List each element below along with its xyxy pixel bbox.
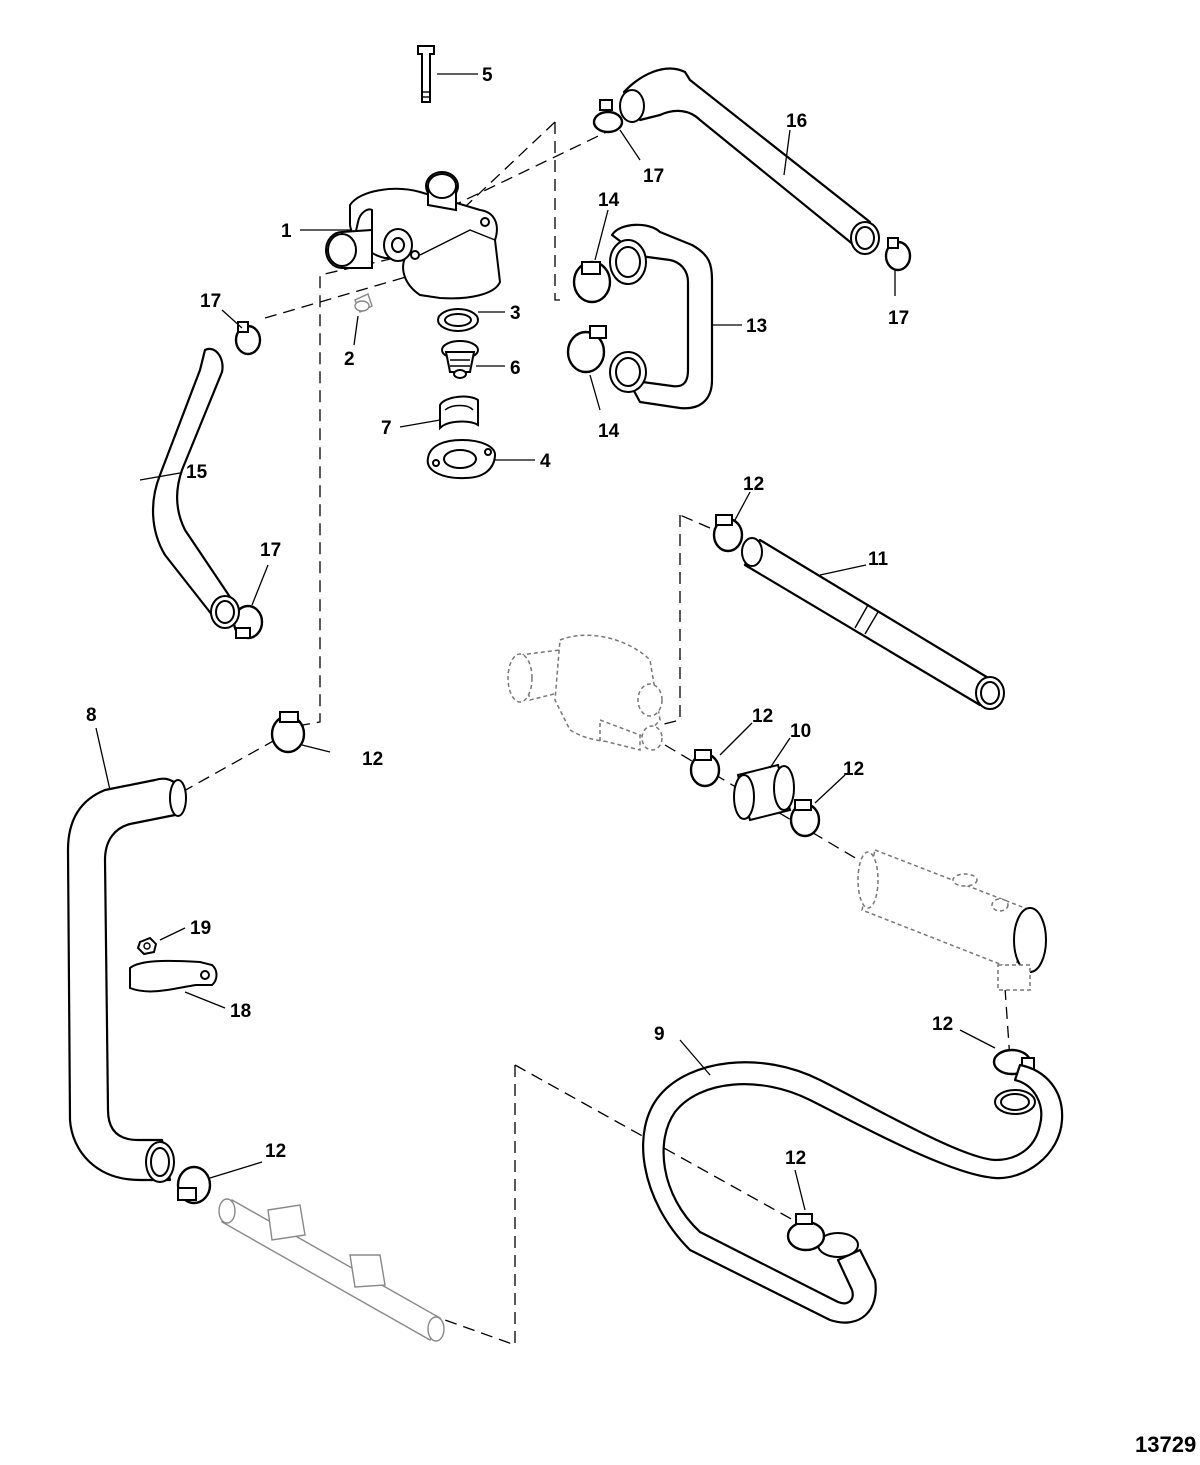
callout-1: 1 <box>281 221 292 242</box>
callout-14-b: 14 <box>598 421 620 442</box>
hose-9 <box>642 1061 1064 1324</box>
coupler-10 <box>733 763 795 822</box>
hose-15 <box>152 347 240 629</box>
hose-11 <box>741 537 1005 710</box>
clamp-12-e <box>786 1213 826 1252</box>
callout-2: 2 <box>344 349 355 370</box>
bracket-18 <box>129 959 218 993</box>
gasket-3 <box>437 308 479 332</box>
thermostat-housing-1 <box>325 171 502 300</box>
hose-8 <box>66 777 187 1183</box>
callout-5: 5 <box>482 65 493 86</box>
thermostat-6 <box>441 340 479 379</box>
callout-17-a: 17 <box>643 166 664 187</box>
clamp-12-a <box>712 514 744 553</box>
gasket-4 <box>426 438 496 480</box>
callout-17-d: 17 <box>260 540 281 561</box>
hose-16 <box>619 67 880 255</box>
clamp-17-left-top <box>234 321 262 356</box>
sleeve-7 <box>439 395 479 431</box>
seawater-pump-ghost <box>507 634 663 751</box>
callout-12-d: 12 <box>932 1014 953 1035</box>
callout-12-g: 12 <box>265 1141 286 1162</box>
figure-number: 13729 <box>1135 1432 1196 1457</box>
clamp-17-right <box>884 237 912 272</box>
clamp-14-top <box>572 260 612 304</box>
clamp-12-f <box>270 711 306 754</box>
callout-11: 11 <box>868 549 889 570</box>
clamp-17-left-bottom <box>232 604 264 640</box>
callout-7: 7 <box>381 418 392 439</box>
callout-15: 15 <box>186 462 208 483</box>
engine-pipe-ghost <box>218 1198 445 1342</box>
callout-17-c: 17 <box>200 291 221 312</box>
plug-2 <box>354 293 373 313</box>
clamp-12-b <box>689 749 721 788</box>
callout-4: 4 <box>540 451 551 472</box>
callout-12-c: 12 <box>843 759 864 780</box>
callout-10: 10 <box>790 721 811 742</box>
clamp-17-top <box>592 99 624 134</box>
callout-16: 16 <box>786 111 807 132</box>
bolt-5 <box>417 45 435 103</box>
callout-12-b: 12 <box>752 706 773 727</box>
nut-19 <box>136 936 158 956</box>
clamp-14-bottom <box>566 325 607 374</box>
heat-exchanger-ghost <box>857 848 1047 991</box>
hose-13 <box>609 223 714 410</box>
callout-6: 6 <box>510 358 521 379</box>
callout-19: 19 <box>190 918 211 939</box>
callout-12-a: 12 <box>743 474 764 495</box>
callout-14-a: 14 <box>598 190 620 211</box>
callout-12-f: 12 <box>362 749 383 770</box>
callout-3: 3 <box>510 303 521 324</box>
callout-17-b: 17 <box>888 308 909 329</box>
clamp-12-c <box>789 799 821 838</box>
callout-18: 18 <box>230 1001 251 1022</box>
clamp-12-g <box>176 1165 212 1205</box>
callout-9: 9 <box>654 1024 665 1045</box>
callout-12-e: 12 <box>785 1148 806 1169</box>
callout-8: 8 <box>86 705 97 726</box>
callout-13: 13 <box>746 316 767 337</box>
